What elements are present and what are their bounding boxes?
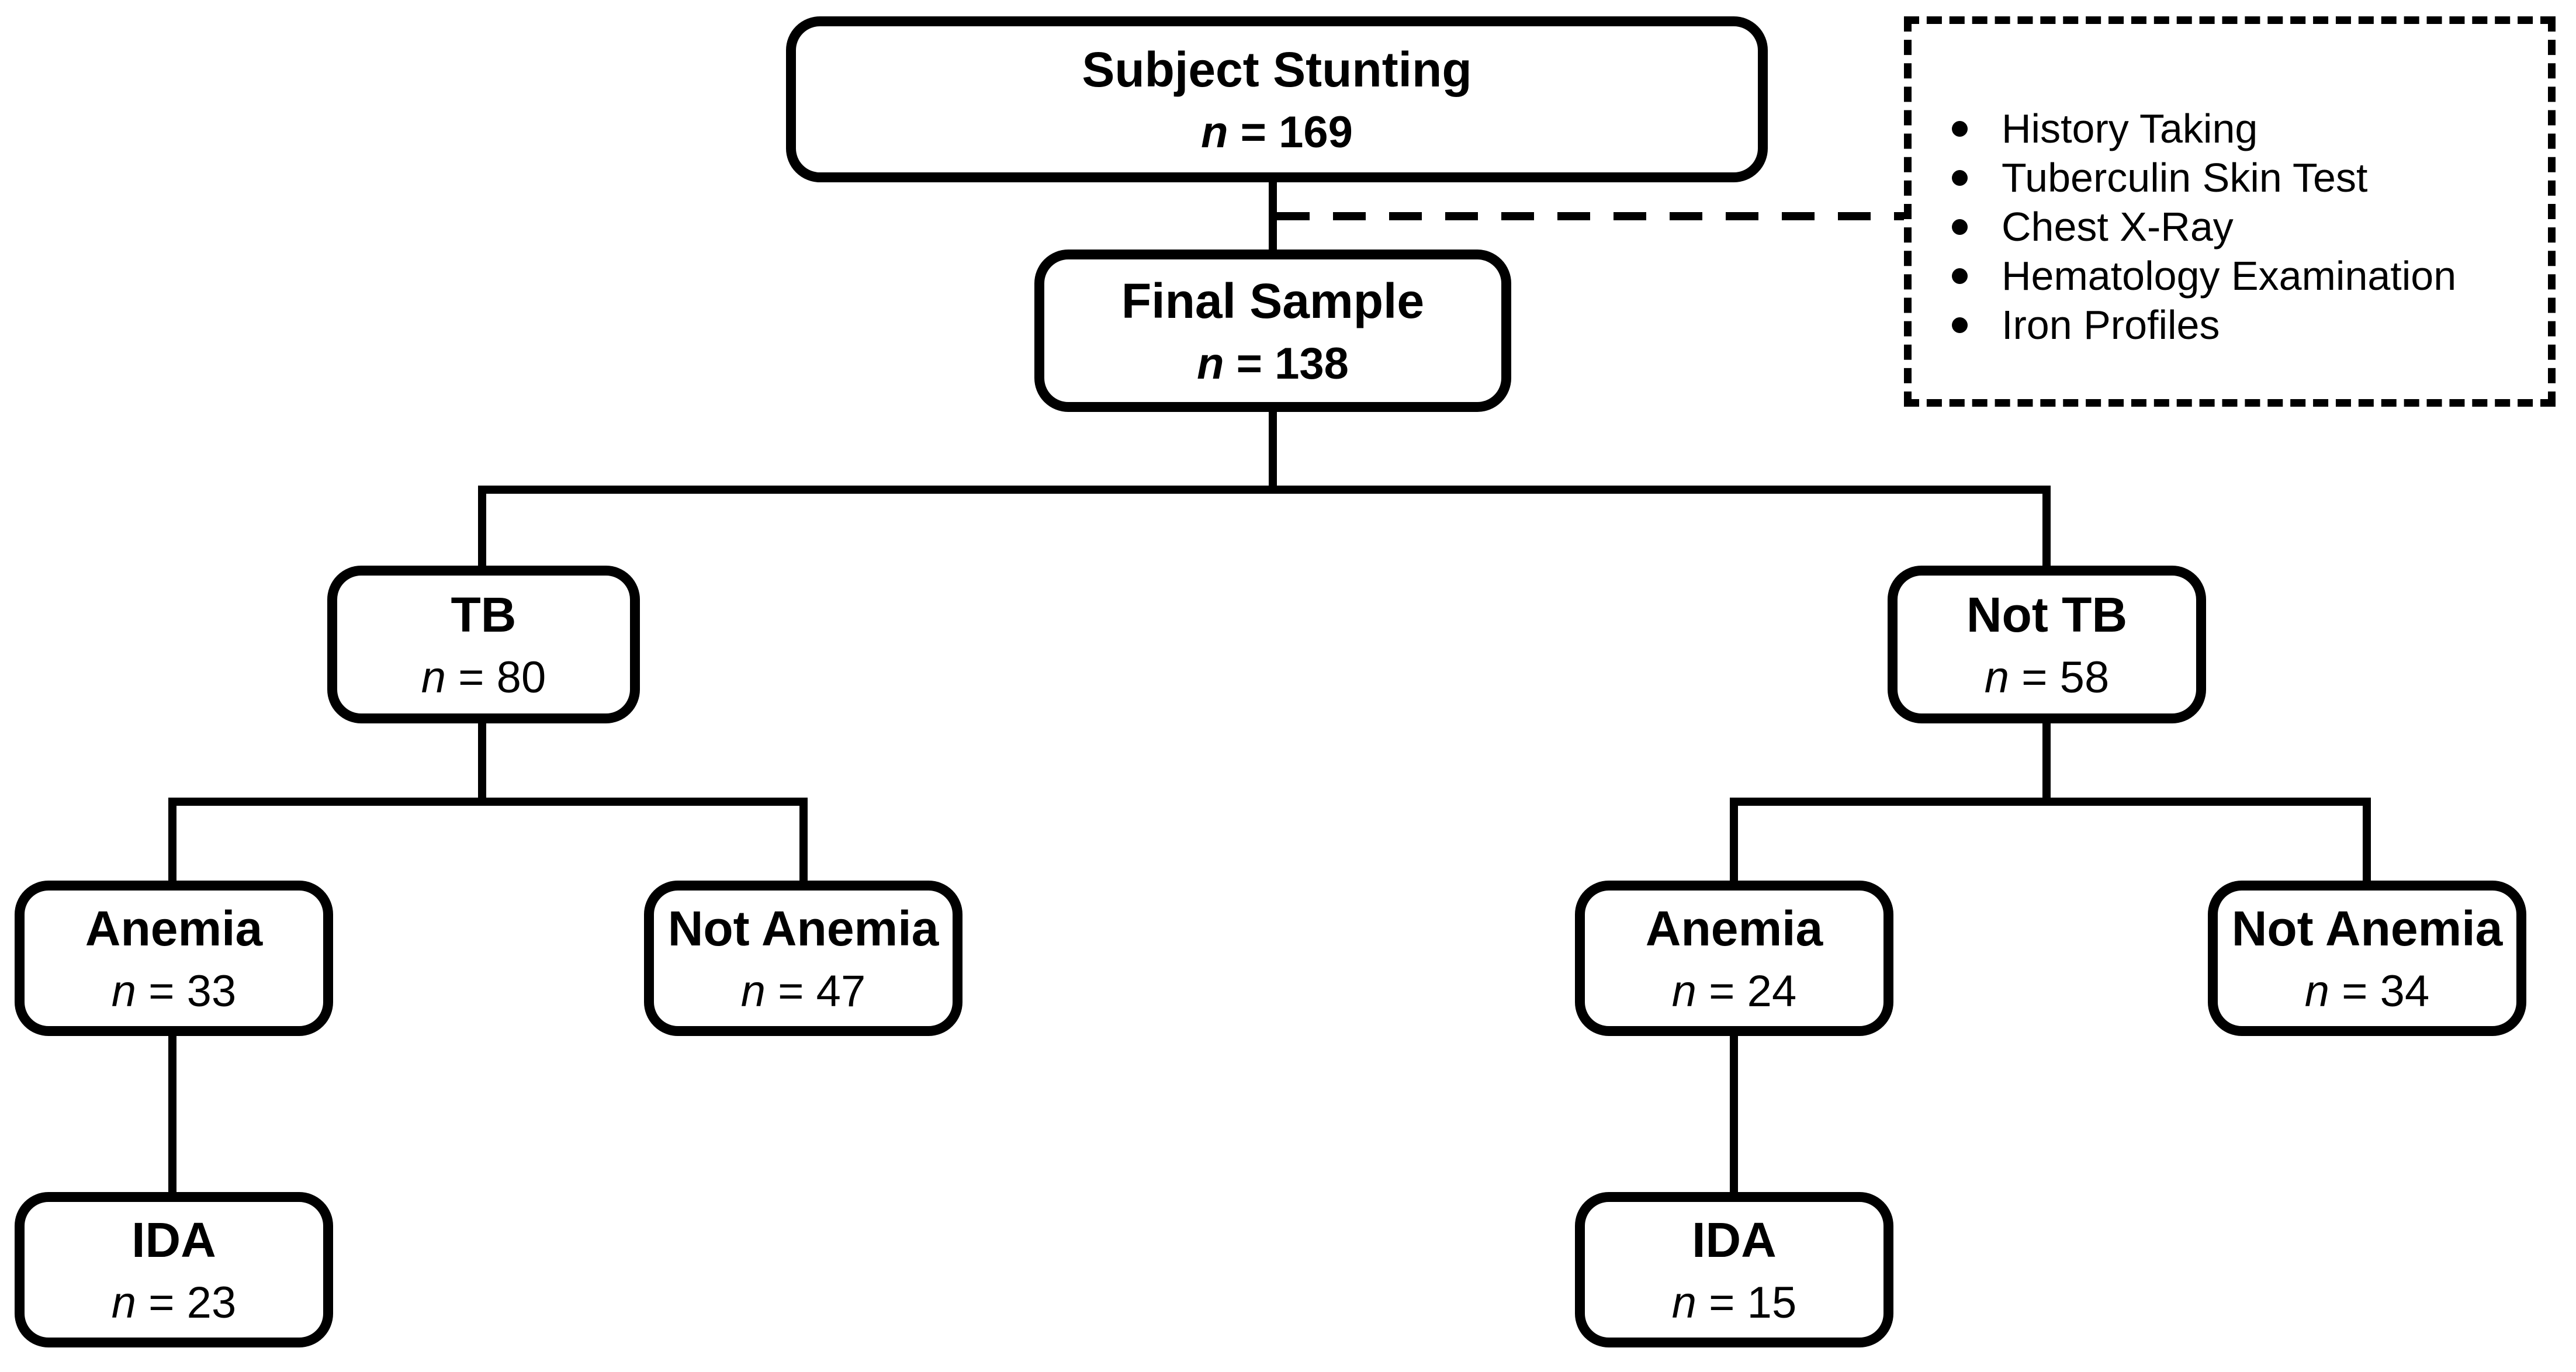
n-variable: n xyxy=(1197,339,1224,389)
node-count: n = 33 xyxy=(112,969,236,1014)
node-title: TB xyxy=(451,587,517,642)
connector-not-tb-to-branch xyxy=(2042,721,2051,802)
node-not-anemia-tb: Not Anemia n = 47 xyxy=(644,881,962,1036)
connector-dashed-to-procedures xyxy=(1277,212,1904,220)
connector-anemia-not-tb-to-ida xyxy=(1730,1034,1738,1194)
bullet-icon xyxy=(1952,317,1968,333)
node-count: n = 23 xyxy=(112,1281,236,1325)
n-variable: n xyxy=(2304,966,2330,1017)
n-variable: n xyxy=(421,653,446,703)
branch-line-tb-anemia xyxy=(168,798,808,806)
n-value: = 80 xyxy=(446,653,546,703)
bullet-icon xyxy=(1952,268,1968,284)
branch-line-tb-level xyxy=(478,486,2051,494)
n-variable: n xyxy=(740,966,766,1017)
list-item-label: Hematology Examination xyxy=(2002,253,2457,299)
procedures-box xyxy=(1904,16,2556,407)
node-tb: TB n = 80 xyxy=(327,566,640,723)
list-item: Chest X-Ray xyxy=(1952,202,2456,251)
connector-tb-to-branch xyxy=(478,721,486,802)
node-ida-tb: IDA n = 23 xyxy=(15,1192,333,1347)
connector-anemia-tb-to-ida xyxy=(168,1034,176,1194)
n-value: = 24 xyxy=(1696,966,1797,1017)
node-title: Not Anemia xyxy=(2231,900,2503,956)
connector-subject-to-final xyxy=(1269,181,1277,252)
node-count: n = 24 xyxy=(1672,969,1796,1014)
n-value: = 169 xyxy=(1228,108,1353,158)
node-title: Anemia xyxy=(85,900,263,956)
n-value: = 58 xyxy=(2009,653,2110,703)
list-item: Hematology Examination xyxy=(1952,251,2456,300)
list-item-label: Iron Profiles xyxy=(2002,302,2220,348)
node-title: Final Sample xyxy=(1121,273,1425,328)
node-title: Not Anemia xyxy=(667,900,939,956)
node-title: Subject Stunting xyxy=(1082,41,1472,97)
node-count: n = 138 xyxy=(1197,342,1349,386)
node-not-tb: Not TB n = 58 xyxy=(1888,566,2206,723)
n-value: = 47 xyxy=(766,966,866,1017)
list-item: Iron Profiles xyxy=(1952,300,2456,349)
node-title: IDA xyxy=(131,1212,216,1267)
bullet-icon xyxy=(1952,219,1968,235)
n-value: = 23 xyxy=(136,1278,237,1328)
connector-final-to-branch xyxy=(1269,410,1277,494)
node-title: Anemia xyxy=(1645,900,1823,956)
node-subject-stunting: Subject Stunting n = 169 xyxy=(786,16,1768,182)
node-count: n = 47 xyxy=(741,969,865,1014)
node-title: Not TB xyxy=(1966,587,2128,642)
node-anemia-tb: Anemia n = 33 xyxy=(15,881,333,1036)
n-variable: n xyxy=(1201,108,1228,158)
node-ida-not-tb: IDA n = 15 xyxy=(1575,1192,1893,1347)
connector-drop-not-anemia-not-tb xyxy=(2363,802,2371,883)
n-variable: n xyxy=(1671,1278,1697,1328)
list-item-label: Tuberculin Skin Test xyxy=(2002,155,2368,200)
node-count: n = 80 xyxy=(421,656,546,700)
node-not-anemia-not-tb: Not Anemia n = 34 xyxy=(2208,881,2526,1036)
branch-line-not-tb-anemia xyxy=(1730,798,2371,806)
n-variable: n xyxy=(1984,653,2010,703)
connector-drop-tb xyxy=(478,490,486,568)
connector-drop-anemia-not-tb xyxy=(1730,802,1738,883)
node-count: n = 15 xyxy=(1672,1281,1796,1325)
node-anemia-not-tb: Anemia n = 24 xyxy=(1575,881,1893,1036)
node-final-sample: Final Sample n = 138 xyxy=(1034,250,1511,412)
list-item: History Taking xyxy=(1952,104,2456,153)
n-variable: n xyxy=(111,966,137,1017)
list-item-label: Chest X-Ray xyxy=(2002,204,2234,250)
connector-drop-not-anemia-tb xyxy=(799,802,808,883)
n-value: = 15 xyxy=(1696,1278,1797,1328)
n-value: = 33 xyxy=(136,966,237,1017)
n-value: = 34 xyxy=(2329,966,2430,1017)
node-count: n = 34 xyxy=(2305,969,2429,1014)
bullet-icon xyxy=(1952,169,1968,186)
n-variable: n xyxy=(111,1278,137,1328)
n-variable: n xyxy=(1671,966,1697,1017)
node-count: n = 169 xyxy=(1201,110,1353,155)
connector-drop-not-tb xyxy=(2042,490,2051,568)
connector-drop-anemia-tb xyxy=(168,802,176,883)
procedures-list: History Taking Tuberculin Skin Test Ches… xyxy=(1952,104,2456,349)
n-value: = 138 xyxy=(1224,339,1349,389)
bullet-icon xyxy=(1952,120,1968,137)
node-count: n = 58 xyxy=(1985,656,2109,700)
list-item: Tuberculin Skin Test xyxy=(1952,153,2456,202)
list-item-label: History Taking xyxy=(2002,106,2258,151)
node-title: IDA xyxy=(1692,1212,1777,1267)
